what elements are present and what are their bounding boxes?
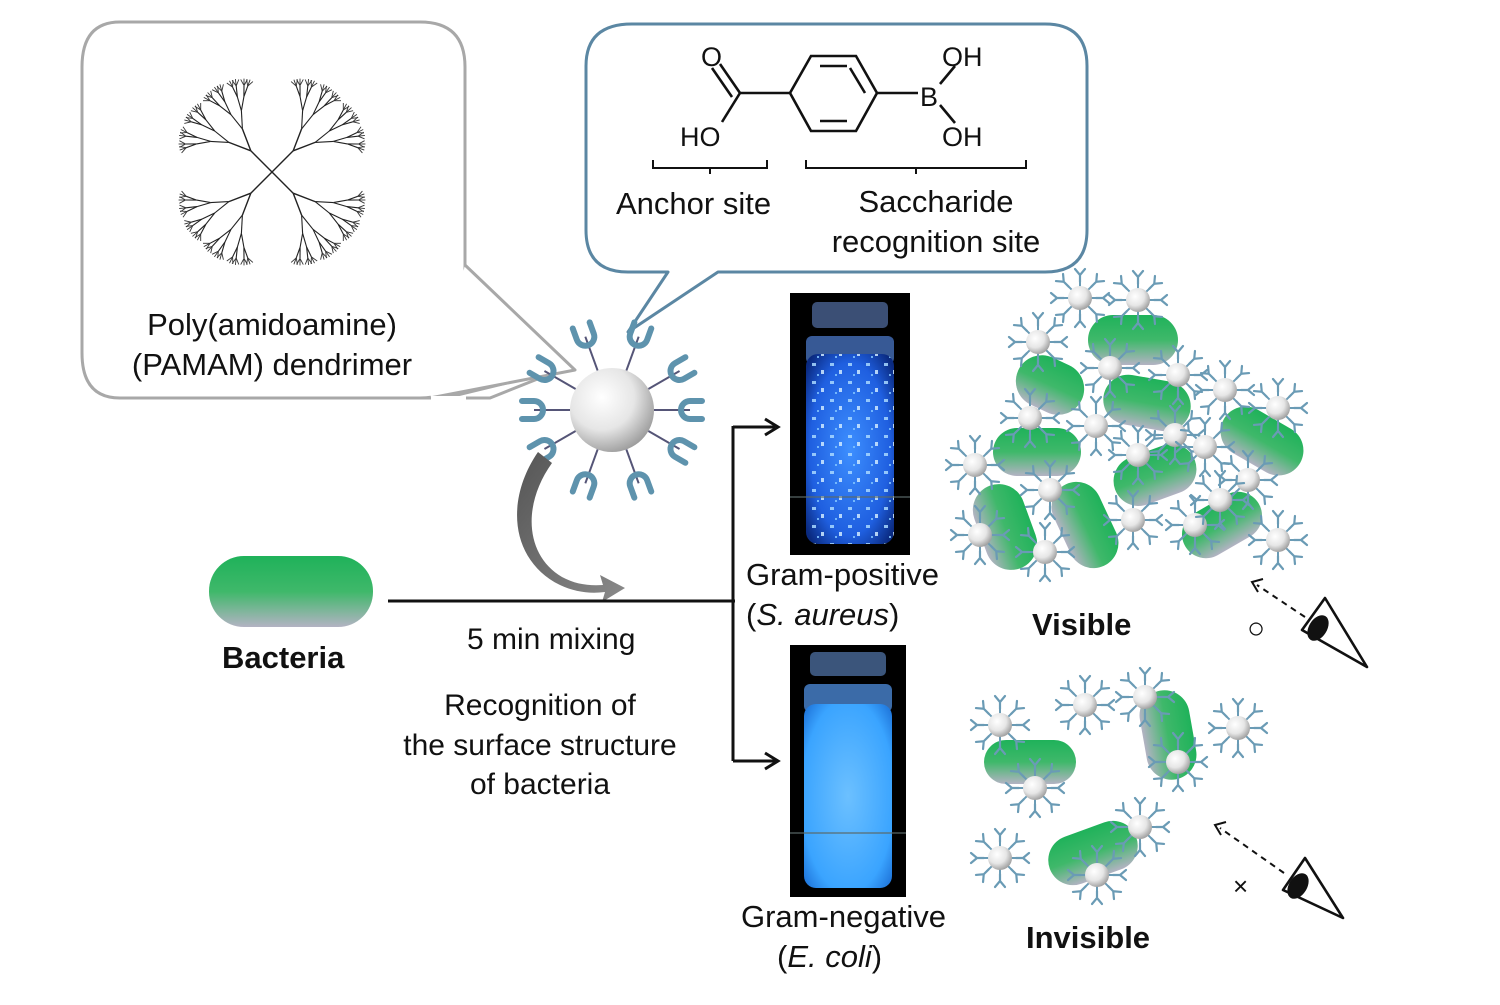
- saccharide-label-line2: recognition site: [806, 222, 1066, 262]
- visible-result-label: Visible: [1032, 605, 1131, 645]
- dendrimer-name-line1: Poly(amidoamine): [102, 305, 442, 345]
- bacteria-rod: [1088, 315, 1178, 365]
- bacteria-label: Bacteria: [222, 638, 344, 678]
- molecule-callout: [586, 24, 1087, 332]
- receptor-icon: [573, 472, 597, 498]
- receptor-icon: [667, 357, 694, 383]
- gram-positive-label: Gram-positive: [746, 555, 939, 595]
- receptor-icon: [667, 437, 694, 463]
- atom-carbonyl-oxygen: O: [701, 37, 722, 77]
- invisible-cross-symbol: ×: [1233, 866, 1248, 906]
- atom-hydroxyl-acid: HO: [680, 117, 721, 157]
- anchor-site-label: Anchor site: [616, 184, 771, 224]
- receptor-icon: [573, 322, 597, 348]
- mixing-arrow: [517, 452, 625, 602]
- bacteria-rod: [1211, 397, 1312, 484]
- atom-hydroxyl-boron-top: OH: [942, 37, 983, 77]
- mini-dendrimer: [971, 829, 1029, 887]
- bacteria-cell: [209, 556, 373, 627]
- dendrimer-name-line2: (PAMAM) dendrimer: [102, 345, 442, 385]
- vial-photo-gram-positive: [790, 293, 910, 555]
- mini-dendrimer: [1209, 699, 1267, 757]
- gram-negative-species: (E. coli): [777, 937, 882, 977]
- recognition-line-2: the surface structure: [380, 726, 700, 766]
- atom-boron: B: [920, 77, 938, 117]
- recognition-line-3: of bacteria: [380, 765, 700, 805]
- mini-dendrimer: [1056, 676, 1114, 734]
- vial-photo-gram-negative: [790, 645, 906, 897]
- receptor-icon: [627, 472, 651, 498]
- dispersed-bacteria-cluster: [971, 668, 1267, 904]
- recognition-line-1: Recognition of: [380, 686, 700, 726]
- atom-hydroxyl-boron-bottom: OH: [942, 117, 983, 157]
- saccharide-label-line1: Saccharide: [806, 182, 1066, 222]
- mixing-time-label: 5 min mixing: [467, 620, 635, 660]
- mini-dendrimer: [1051, 269, 1109, 327]
- visible-check-symbol: ○: [1247, 609, 1265, 649]
- gram-negative-label: Gram-negative: [741, 897, 946, 937]
- molecule-bubble: [586, 24, 1087, 332]
- gram-positive-species: (S. aureus): [746, 595, 899, 635]
- aggregated-bacteria-cluster: [946, 269, 1313, 581]
- invisible-result-label: Invisible: [1026, 918, 1150, 958]
- eye-icon: [1252, 579, 1367, 667]
